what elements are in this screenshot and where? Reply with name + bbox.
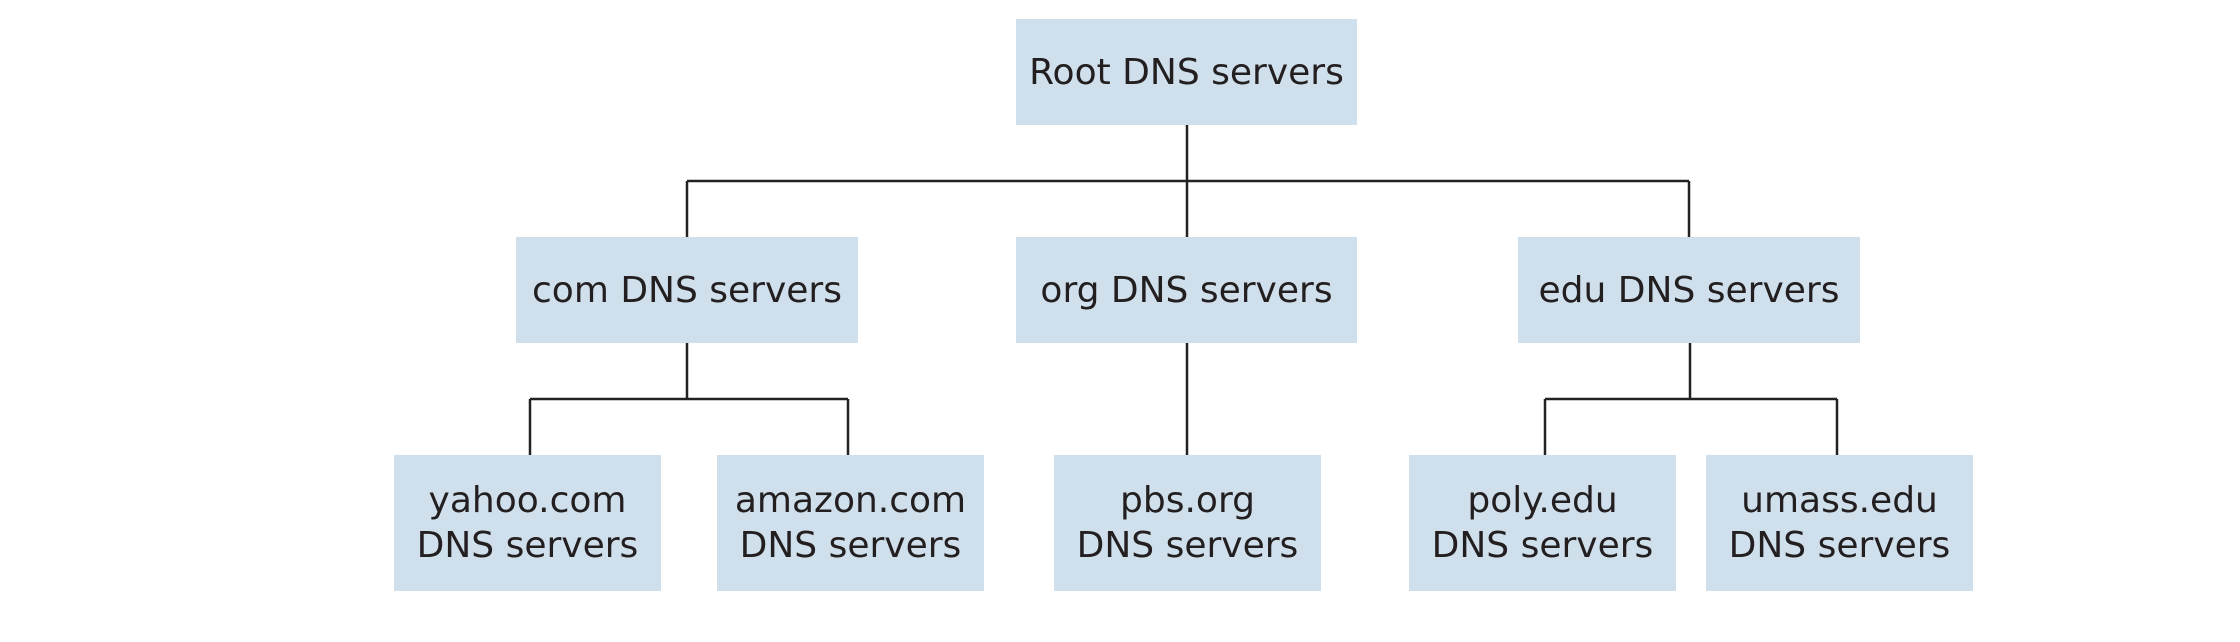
node-label-line1: amazon.com	[734, 480, 967, 521]
node-label-line2: DNS servers	[1728, 525, 1951, 566]
connector-com-children	[528, 343, 850, 455]
node-label-line1: poly.edu	[1467, 480, 1618, 521]
node-label: Root DNS servers	[1029, 51, 1344, 93]
node-label: com DNS servers	[532, 269, 842, 311]
org-dns-servers-node: org DNS servers	[1016, 237, 1357, 343]
node-label: org DNS servers	[1040, 269, 1333, 311]
connector-edu-children	[1543, 343, 1839, 455]
edu-dns-servers-node: edu DNS servers	[1518, 237, 1860, 343]
node-label-line2: DNS servers	[1431, 525, 1654, 566]
node-label-line2: DNS servers	[1076, 525, 1299, 566]
pbs-dns-servers-node: pbs.org DNS servers	[1054, 455, 1321, 591]
node-label-line1: umass.edu	[1741, 480, 1938, 521]
connector-root-tld	[685, 125, 1691, 237]
poly-dns-servers-node: poly.edu DNS servers	[1409, 455, 1676, 591]
amazon-dns-servers-node: amazon.com DNS servers	[717, 455, 984, 591]
node-label: edu DNS servers	[1538, 269, 1840, 311]
root-dns-servers-node: Root DNS servers	[1016, 19, 1357, 125]
node-label-line2: DNS servers	[416, 525, 639, 566]
node-label-line1: pbs.org	[1120, 480, 1255, 521]
yahoo-dns-servers-node: yahoo.com DNS servers	[394, 455, 661, 591]
node-label-line2: DNS servers	[739, 525, 962, 566]
umass-dns-servers-node: umass.edu DNS servers	[1706, 455, 1973, 591]
com-dns-servers-node: com DNS servers	[516, 237, 858, 343]
node-label-line1: yahoo.com	[428, 480, 627, 521]
